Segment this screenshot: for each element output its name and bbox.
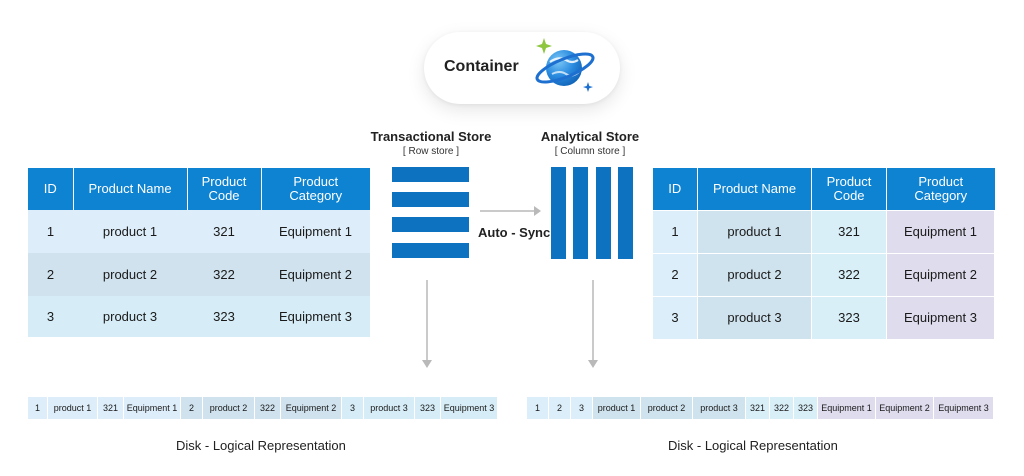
cell-id: 1: [652, 209, 698, 254]
table-row: 1 product 1 321 Equipment 1: [652, 209, 995, 254]
disk-row-strip: 1 product 1 321 Equipment 1 2 product 2 …: [28, 397, 498, 419]
column-store-table: ID Product Name Product Code Product Cat…: [652, 168, 995, 340]
disk-cell: Equipment 1: [124, 397, 181, 419]
row-store-icon: [392, 167, 469, 258]
header-product-name: Product Name: [73, 168, 188, 210]
table-row: 2 product 2 322 Equipment 2: [652, 252, 995, 297]
disk-cell: 2: [181, 397, 203, 419]
analytical-store-subtitle: [ Column store ]: [554, 146, 626, 157]
disk-cell: 322: [770, 397, 794, 419]
disk-cell: 323: [415, 397, 441, 419]
cell-id: 3: [46, 309, 55, 324]
table-header-row: ID Product Name Product Code Product Cat…: [652, 168, 995, 210]
disk-cell: 1: [527, 397, 549, 419]
header-product-name: Product Name: [697, 168, 812, 210]
column-store-down-arrow: [588, 280, 598, 368]
table-row: 3 product 3 323 Equipment 3: [652, 295, 995, 340]
cell-id: 1: [46, 224, 55, 239]
disk-cell: Equipment 3: [441, 397, 498, 419]
disk-cell: Equipment 1: [818, 397, 876, 419]
table-row: 2 product 2 322 Equipment 2: [28, 253, 370, 296]
cell-product-code: 321: [213, 224, 235, 239]
cell-product-category: Equipment 3: [886, 295, 995, 340]
disk-cell: Equipment 3: [934, 397, 994, 419]
cell-product-code: 323: [213, 309, 235, 324]
disk-cell: product 3: [364, 397, 415, 419]
disk-caption-column-store: Disk - Logical Representation: [668, 438, 838, 453]
cell-id: 2: [46, 267, 55, 282]
cosmos-db-planet-icon: [535, 38, 595, 92]
table-row: 1 product 1 321 Equipment 1: [28, 210, 370, 253]
disk-cell: Equipment 2: [876, 397, 934, 419]
auto-sync-arrow: [480, 206, 541, 216]
disk-column-strip: 1 2 3 product 1 product 2 product 3 321 …: [527, 397, 994, 419]
cell-product-category: Equipment 3: [279, 309, 352, 324]
cell-product-name: product 3: [102, 309, 158, 324]
cell-product-name: product 1: [697, 209, 812, 254]
container-pill: [424, 32, 620, 104]
transactional-store-title: Transactional Store: [370, 129, 492, 144]
header-id: ID: [652, 168, 698, 210]
table-row: 3 product 3 323 Equipment 3: [28, 296, 370, 337]
cell-product-code: 322: [213, 267, 235, 282]
table-header-row: ID Product Name Product Code Product Cat…: [28, 168, 370, 210]
auto-sync-label: Auto - Sync: [478, 225, 551, 240]
row-store-table: ID Product Name Product Code Product Cat…: [28, 168, 370, 337]
disk-cell: product 2: [203, 397, 255, 419]
cell-product-code: 323: [811, 295, 887, 340]
disk-caption-row-store: Disk - Logical Representation: [176, 438, 346, 453]
column-store-icon: [551, 167, 633, 259]
disk-cell: product 3: [693, 397, 746, 419]
disk-cell: 321: [746, 397, 770, 419]
container-label: Container: [444, 58, 519, 75]
cell-product-category: Equipment 1: [886, 209, 995, 254]
disk-cell: product 1: [593, 397, 641, 419]
cell-product-category: Equipment 1: [279, 224, 352, 239]
header-id: ID: [28, 168, 74, 210]
cell-id: 3: [652, 295, 698, 340]
transactional-store-subtitle: [ Row store ]: [402, 146, 460, 157]
disk-cell: 322: [255, 397, 281, 419]
cell-product-name: product 2: [102, 267, 158, 282]
disk-cell: Equipment 2: [281, 397, 342, 419]
header-product-category: Product Category: [261, 168, 370, 210]
analytical-store-title: Analytical Store: [540, 129, 640, 144]
cell-product-code: 321: [811, 209, 887, 254]
header-product-code: Product Code: [187, 168, 262, 210]
cell-product-name: product 2: [697, 252, 812, 297]
header-product-code: Product Code: [811, 168, 887, 210]
disk-cell: 323: [794, 397, 818, 419]
cell-product-name: product 3: [697, 295, 812, 340]
disk-cell: product 1: [48, 397, 98, 419]
cell-product-name: product 1: [102, 224, 158, 239]
header-product-category: Product Category: [886, 168, 995, 210]
cell-product-category: Equipment 2: [279, 267, 352, 282]
cell-id: 2: [652, 252, 698, 297]
disk-cell: 3: [342, 397, 364, 419]
row-store-down-arrow: [422, 280, 432, 368]
cell-product-category: Equipment 2: [886, 252, 995, 297]
disk-cell: 3: [571, 397, 593, 419]
cell-product-code: 322: [811, 252, 887, 297]
disk-cell: product 2: [641, 397, 693, 419]
disk-cell: 321: [98, 397, 124, 419]
disk-cell: 1: [28, 397, 48, 419]
disk-cell: 2: [549, 397, 571, 419]
